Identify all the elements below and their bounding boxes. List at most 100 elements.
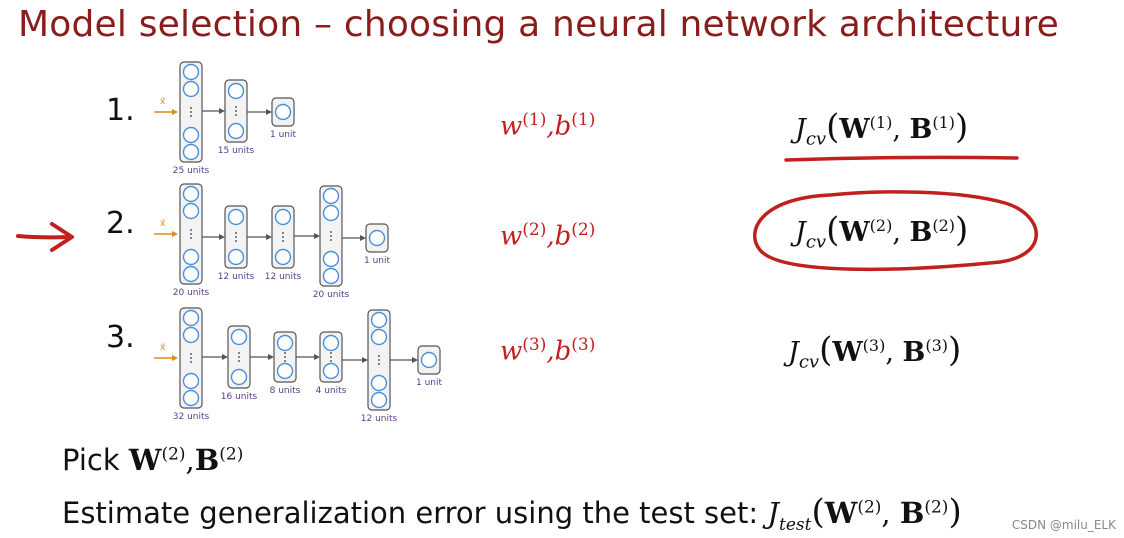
- ellipsis-dot: [238, 352, 240, 354]
- neuron: [368, 229, 386, 247]
- layer-1: 20 units: [173, 183, 210, 298]
- neuron: [370, 328, 388, 346]
- layer-2: 12 units: [218, 205, 255, 282]
- ellipsis-dot: [235, 106, 237, 108]
- ellipsis-dot: [235, 110, 237, 112]
- connection-arrow-head: [266, 234, 272, 240]
- neuron: [182, 309, 200, 327]
- network-diagram-1: x⃗ 25 units 15 units 1 unit: [154, 61, 296, 176]
- layer-2: 15 units: [218, 79, 255, 156]
- slide-title: Model selection – choosing a neural netw…: [18, 4, 1060, 45]
- layer-units-label: 12 units: [265, 272, 302, 282]
- neuron: [230, 328, 248, 346]
- ellipsis-dot: [282, 236, 284, 238]
- circle-mark: [753, 190, 1038, 272]
- neuron: [227, 122, 245, 140]
- arrow-icon: [16, 234, 72, 240]
- underline-mark: [784, 155, 1019, 162]
- ellipsis-dot: [190, 229, 192, 231]
- layer-units-label: 8 units: [270, 386, 301, 396]
- neuron: [276, 362, 294, 380]
- layer-2: 16 units: [221, 325, 258, 402]
- ellipsis-dot: [190, 357, 192, 359]
- neuron: [182, 63, 200, 81]
- neuron: [182, 126, 200, 144]
- ellipsis-dot: [238, 360, 240, 362]
- neuron: [322, 204, 340, 222]
- layer-units-label: 15 units: [218, 146, 255, 156]
- neuron: [182, 265, 200, 283]
- layer-3: 12 units: [265, 205, 302, 282]
- connection-arrow-head: [314, 354, 320, 360]
- layer-units-label: 12 units: [361, 414, 398, 424]
- model-number-2: 2.: [106, 206, 135, 241]
- neuron: [182, 143, 200, 161]
- ellipsis-dot: [190, 233, 192, 235]
- layer-units-label: 1 unit: [364, 256, 390, 266]
- layer-4: 20 units: [313, 185, 350, 300]
- neuron: [182, 372, 200, 390]
- neuron: [227, 248, 245, 266]
- ellipsis-dot: [282, 232, 284, 234]
- ellipsis-dot: [378, 363, 380, 365]
- layer-units-label: 20 units: [313, 290, 350, 300]
- neuron: [322, 250, 340, 268]
- layer-5: 12 units: [361, 309, 398, 424]
- ellipsis-dot: [190, 361, 192, 363]
- ellipsis-dot: [284, 360, 286, 362]
- connection-arrow-head: [412, 357, 418, 363]
- layer-units-label: 20 units: [173, 288, 210, 298]
- neuron: [182, 389, 200, 407]
- ellipsis-dot: [330, 235, 332, 237]
- neuron: [370, 311, 388, 329]
- connection-arrow-head: [219, 108, 225, 114]
- layer-units-label: 16 units: [221, 392, 258, 402]
- layer-units-label: 32 units: [173, 412, 210, 422]
- neuron: [182, 326, 200, 344]
- input-x-label: x⃗: [160, 343, 166, 353]
- connection-arrow-head: [222, 354, 228, 360]
- params-model-1: w(1),b(1): [500, 110, 596, 142]
- neuron: [276, 334, 294, 352]
- neuron: [370, 374, 388, 392]
- input-x-label: x⃗: [160, 97, 166, 107]
- neuron: [230, 368, 248, 386]
- neuron: [322, 362, 340, 380]
- connection-arrow-head: [219, 234, 225, 240]
- pick-line: Pick W(2),B(2): [62, 443, 244, 477]
- ellipsis-dot: [190, 111, 192, 113]
- layer-units-label: 25 units: [173, 166, 210, 176]
- ellipsis-dot: [330, 360, 332, 362]
- ellipsis-dot: [190, 115, 192, 117]
- neuron: [182, 202, 200, 220]
- input-arrow-head: [172, 109, 178, 115]
- model-number-1: 1.: [106, 93, 135, 128]
- model-number-3: 3.: [106, 320, 135, 355]
- estimate-line: Estimate generalization error using the …: [62, 492, 962, 535]
- connection-arrow-head: [362, 357, 368, 363]
- neuron: [420, 351, 438, 369]
- neuron: [182, 185, 200, 203]
- layer-1: 32 units: [173, 307, 210, 422]
- layer-4: 4 units: [316, 331, 347, 396]
- ellipsis-dot: [235, 114, 237, 116]
- ellipsis-dot: [330, 356, 332, 358]
- layer-3: 1 unit: [270, 97, 296, 140]
- neuron: [227, 82, 245, 100]
- ellipsis-dot: [190, 107, 192, 109]
- neuron: [182, 248, 200, 266]
- ellipsis-dot: [190, 237, 192, 239]
- watermark: CSDN @milu_ELK: [1011, 518, 1116, 532]
- ellipsis-dot: [190, 353, 192, 355]
- ellipsis-dot: [330, 231, 332, 233]
- jcv-model-3: Jcv(W(3), B(3)): [788, 330, 962, 373]
- ellipsis-dot: [235, 236, 237, 238]
- neuron: [274, 248, 292, 266]
- neuron: [227, 208, 245, 226]
- ellipsis-dot: [238, 356, 240, 358]
- layer-3: 8 units: [270, 331, 301, 396]
- connection-arrow-head: [268, 354, 274, 360]
- ellipsis-dot: [284, 356, 286, 358]
